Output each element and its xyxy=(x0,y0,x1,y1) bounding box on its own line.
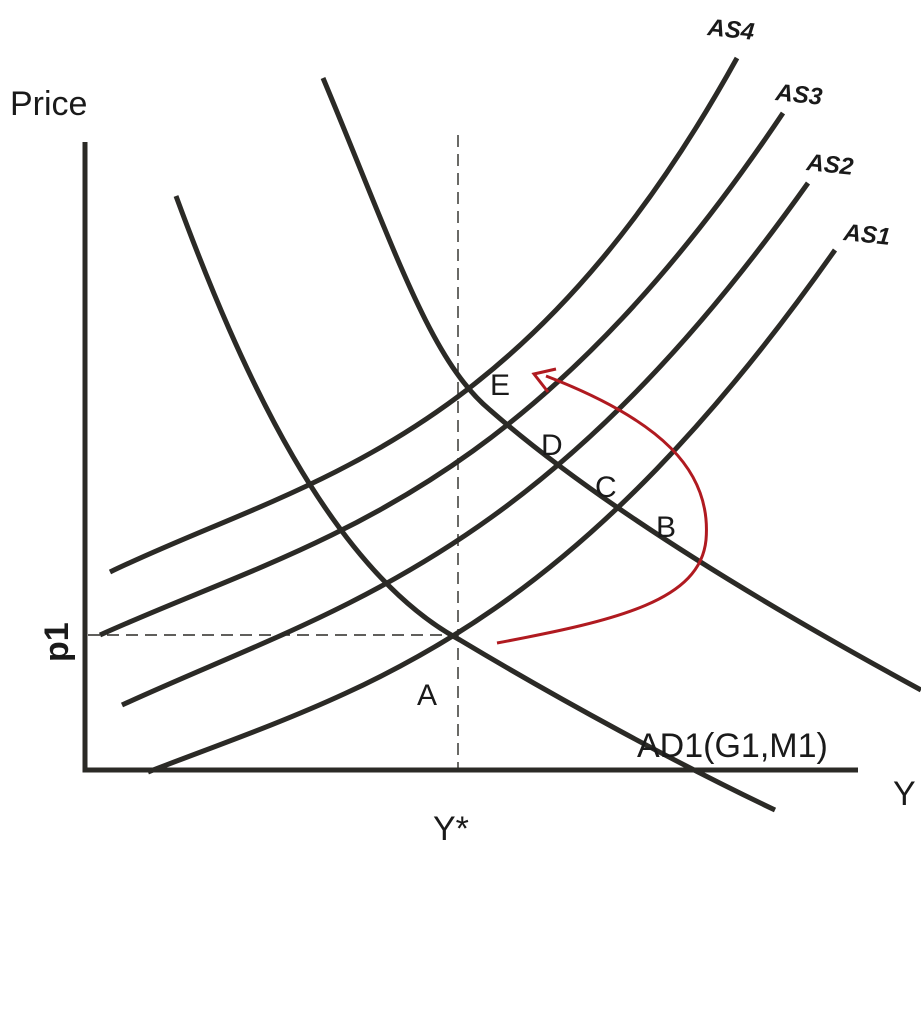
output-axis-label: Y xyxy=(893,775,916,813)
as3-curve xyxy=(98,111,786,638)
as2-curve xyxy=(120,181,811,708)
ad1-label: AD1(G1,M1) xyxy=(637,727,828,765)
ad-shifted-curve xyxy=(320,77,921,693)
point-e-label: E xyxy=(490,369,510,402)
as3-label: AS3 xyxy=(773,79,824,111)
point-b-label: B xyxy=(656,511,676,544)
point-d-label: D xyxy=(541,429,563,462)
as4-label: AS4 xyxy=(705,14,755,46)
point-a-label: A xyxy=(417,679,437,712)
adjustment-path-arrow xyxy=(496,374,708,645)
as1-label: AS1 xyxy=(841,219,891,251)
point-c-label: C xyxy=(595,471,617,504)
price-axis-label: Price xyxy=(10,85,87,123)
as2-label: AS2 xyxy=(804,149,855,181)
ystar-tick-label: Y* xyxy=(433,810,469,848)
p1-tick-label: p1 xyxy=(38,622,76,662)
adjustment-arrowhead xyxy=(531,367,557,393)
as4-curve xyxy=(108,56,740,575)
as1-curve xyxy=(147,248,838,775)
ad1-curve xyxy=(173,195,777,813)
